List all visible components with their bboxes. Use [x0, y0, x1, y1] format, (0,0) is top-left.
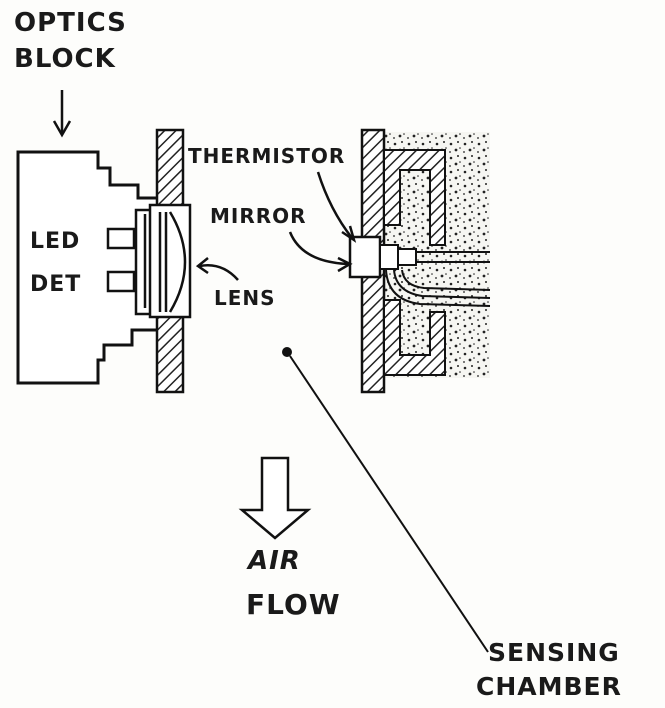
lens-label: LENS — [214, 286, 276, 310]
optics-block-arrow — [52, 90, 72, 138]
thermistor-label: THERMISTOR — [188, 144, 346, 168]
det-label: DET — [30, 272, 82, 297]
sensing-chamber-label-line1: SENSING — [488, 638, 620, 667]
led-emitter — [106, 227, 136, 250]
sensing-chamber-point — [282, 347, 292, 357]
sensing-chamber-label-line2: CHAMBER — [476, 672, 622, 701]
lens-pointer — [199, 264, 239, 281]
air-flow-label-line2: FLOW — [246, 588, 341, 621]
sensing-chamber-leader — [289, 355, 489, 653]
air-flow-label-line1: AIR — [248, 546, 301, 576]
air-flow-arrow — [238, 456, 312, 540]
led-label: LED — [30, 229, 81, 254]
thermistor-pointer — [316, 171, 353, 239]
sensor-assembly — [348, 128, 491, 394]
lens-assembly — [134, 203, 192, 319]
optics-block-label-line1: OPTICS — [14, 8, 127, 38]
det-detector — [106, 270, 136, 293]
mirror-label: MIRROR — [210, 204, 307, 228]
optics-block-label-line2: BLOCK — [14, 44, 116, 74]
mirror-pointer — [288, 231, 349, 266]
